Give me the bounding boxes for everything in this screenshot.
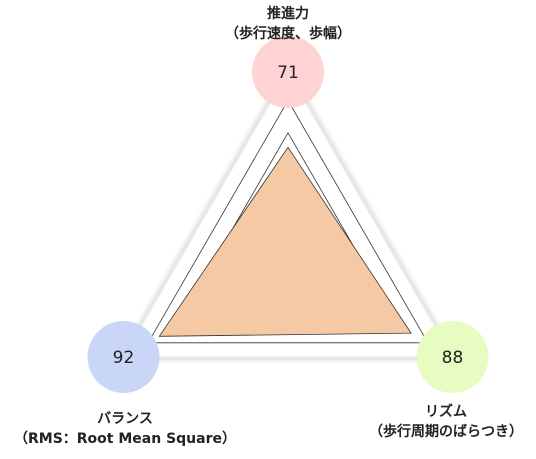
value-circle-balance [87, 321, 160, 393]
axis-sub-propulsion: （歩行速度、歩幅） [225, 26, 351, 42]
value-circles: 71 88 92 [87, 36, 489, 393]
axis-sub-rhythm: （歩行周期のばらつき） [369, 424, 523, 440]
grid-level-100 [147, 99, 429, 344]
axis-name-propulsion: 推進力 [267, 6, 309, 22]
axis-label-propulsion: 推進力 （歩行速度、歩幅） [208, 4, 368, 44]
data-polygon [158, 146, 412, 337]
value-circle-propulsion [252, 36, 324, 108]
value-label-propulsion: 71 [277, 63, 299, 83]
axis-sub-balance: （RMS：Root Mean Square） [13, 431, 236, 447]
value-label-rhythm: 88 [442, 348, 464, 368]
axis-name-balance: バランス [97, 411, 153, 427]
axis-label-balance: バランス （RMS：Root Mean Square） [2, 409, 248, 449]
value-circle-rhythm [416, 321, 489, 393]
value-label-balance: 92 [113, 348, 135, 368]
axis-name-rhythm: リズム [425, 404, 467, 420]
data-area [158, 146, 412, 337]
axis-label-rhythm: リズム （歩行周期のばらつき） [356, 402, 536, 442]
